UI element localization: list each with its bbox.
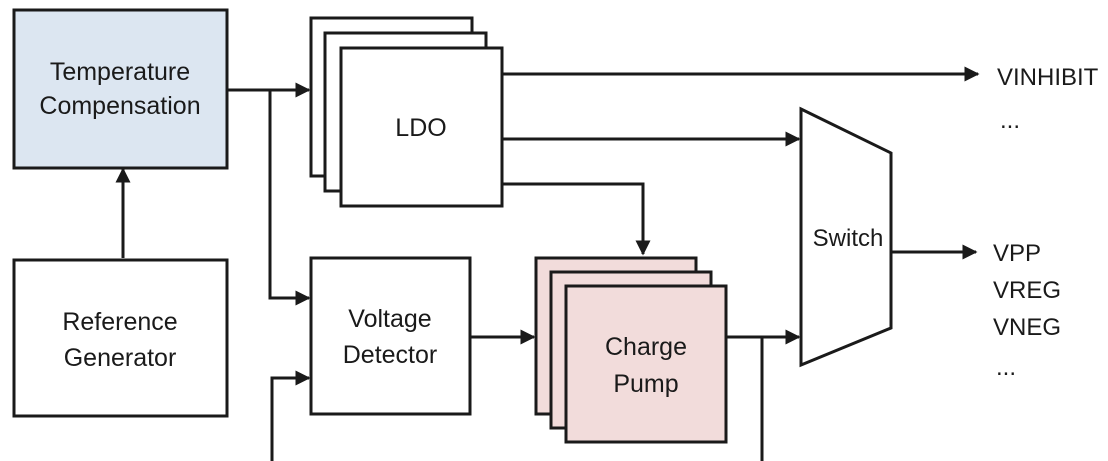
voltage-detector-label-2: Detector — [343, 341, 437, 369]
wire-ldo-to-chargepump — [502, 182, 651, 256]
switch-block: Switch — [799, 106, 893, 368]
wire-tempcomp-to-voltage-detector — [268, 90, 311, 306]
charge-pump-block-stack: Charge Pump — [534, 256, 728, 444]
temperature-compensation-block: Temperature Compensation — [12, 8, 229, 170]
charge-pump-label-1: Charge — [605, 333, 687, 361]
voltage-detector-block: Voltage Detector — [309, 256, 472, 416]
switch-output-labels: VPP VREG VNEG ... — [993, 240, 1061, 381]
ldo-label: LDO — [395, 114, 446, 142]
output-label-vinhibit: VINHIBIT — [997, 64, 1099, 91]
output-label-switch-ellipsis: ... — [996, 354, 1016, 381]
connections — [115, 66, 980, 461]
temperature-compensation-label-2: Compensation — [39, 92, 200, 120]
reference-generator-label-1: Reference — [62, 308, 177, 336]
reference-generator-label-2: Generator — [64, 344, 177, 372]
ldo-block-stack: LDO — [309, 16, 504, 208]
temperature-compensation-label-1: Temperature — [50, 58, 190, 86]
charge-pump-label-2: Pump — [613, 370, 678, 398]
switch-label: Switch — [813, 225, 884, 252]
reference-generator-block: Reference Generator — [12, 258, 229, 418]
voltage-detector-label-1: Voltage — [348, 305, 431, 333]
ldo-output-labels: VINHIBIT ... — [997, 64, 1099, 134]
output-label-vreg: VREG — [993, 277, 1061, 304]
output-label-vpp: VPP — [993, 240, 1041, 267]
wire-bottom-to-voltage-detector — [270, 370, 311, 461]
output-label-vneg: VNEG — [993, 314, 1061, 341]
output-label-ldo-ellipsis: ... — [1000, 107, 1020, 134]
